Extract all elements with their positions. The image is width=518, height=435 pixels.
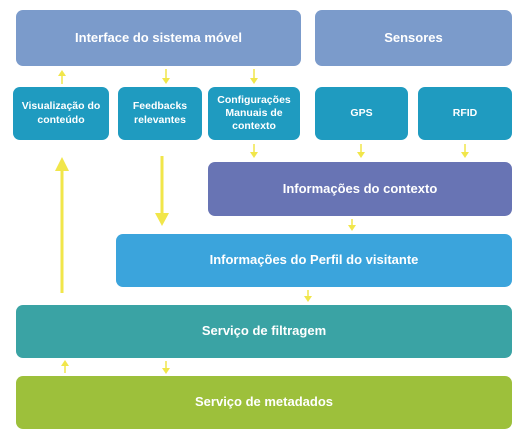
contexto-box: Informações do contexto bbox=[208, 162, 512, 216]
configuracoes-label: Configurações Manuais de contexto bbox=[217, 93, 291, 133]
arrow-down-contexto-perfil bbox=[348, 219, 356, 231]
rfid-label: RFID bbox=[452, 106, 478, 119]
perfil-label: Informações do Perfil do visitante bbox=[209, 252, 419, 268]
feedbacks-box: Feedbacks relevantes bbox=[118, 87, 202, 140]
configuracoes-box: Configurações Manuais de contexto bbox=[208, 87, 300, 140]
contexto-label: Informações do contexto bbox=[282, 180, 438, 196]
arrow-up-visualizacao-interface bbox=[58, 70, 66, 84]
visualizacao-box: Visualização do conteúdo bbox=[13, 87, 109, 140]
metadados-box: Serviço de metadados bbox=[16, 376, 512, 429]
arrow-down-interface-feedbacks bbox=[162, 69, 170, 84]
sensores-box: Sensores bbox=[315, 10, 512, 66]
perfil-box: Informações do Perfil do visitante bbox=[116, 234, 512, 287]
gps-box: GPS bbox=[315, 87, 408, 140]
arrow-down-rfid-contexto bbox=[461, 144, 469, 158]
arrow-down-configuracoes-contexto bbox=[250, 144, 258, 158]
interface-label: Interface do sistema móvel bbox=[75, 29, 242, 45]
arrow-down-perfil-filtragem bbox=[304, 290, 312, 302]
sensores-label: Sensores bbox=[384, 29, 443, 45]
gps-label: GPS bbox=[350, 106, 373, 119]
arrow-down-interface-configuracoes bbox=[250, 69, 258, 84]
filtragem-label: Serviço de filtragem bbox=[201, 323, 327, 339]
arrow-down-gps-contexto bbox=[357, 144, 365, 158]
rfid-box: RFID bbox=[418, 87, 512, 140]
filtragem-box: Serviço de filtragem bbox=[16, 305, 512, 358]
arrow-big-up-filtragem-visualizacao bbox=[55, 157, 69, 293]
arrow-down-filtragem-metadados bbox=[162, 361, 170, 374]
visualizacao-label: Visualização do conteúdo bbox=[21, 100, 101, 126]
arrow-big-down-feedbacks-perfil bbox=[155, 156, 169, 226]
feedbacks-label: Feedbacks relevantes bbox=[132, 100, 188, 126]
interface-box: Interface do sistema móvel bbox=[16, 10, 301, 66]
metadados-label: Serviço de metadados bbox=[195, 394, 333, 410]
arrow-up-metadados-filtragem bbox=[61, 360, 69, 373]
